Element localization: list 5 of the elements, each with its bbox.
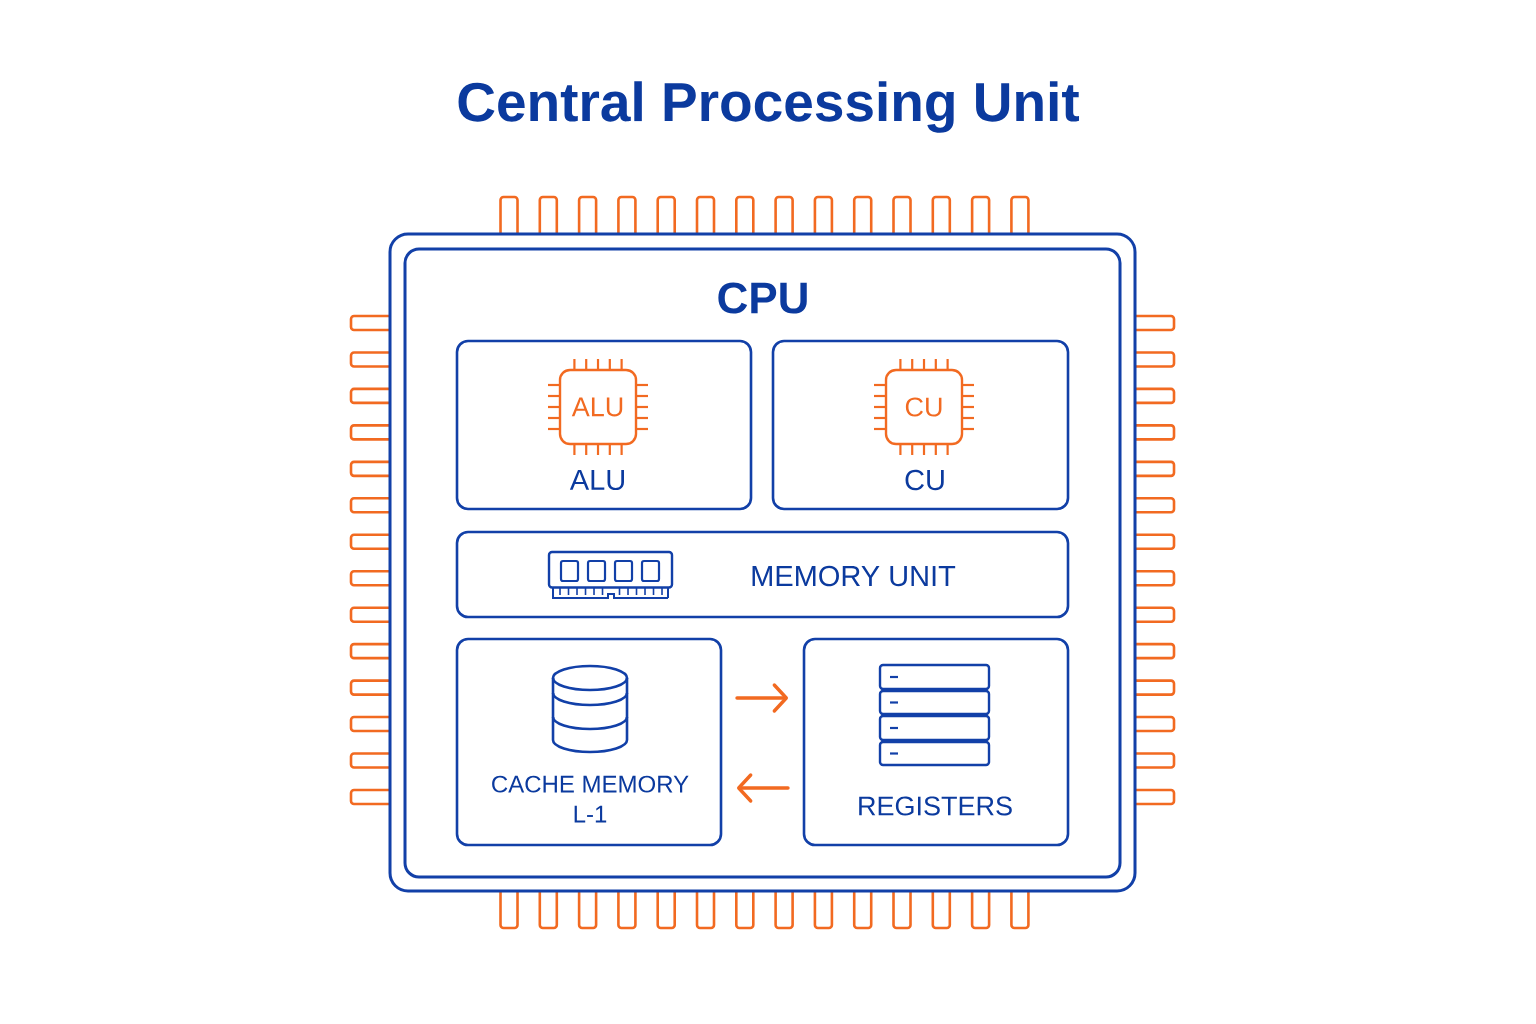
registers-box: REGISTERS [802,637,1070,847]
memory-unit-box: MEMORY UNIT [455,530,1070,619]
cache-memory-box: CACHE MEMORY L-1 [455,637,723,847]
title: Central Processing Unit [458,81,1079,133]
chip-package [349,195,1176,930]
